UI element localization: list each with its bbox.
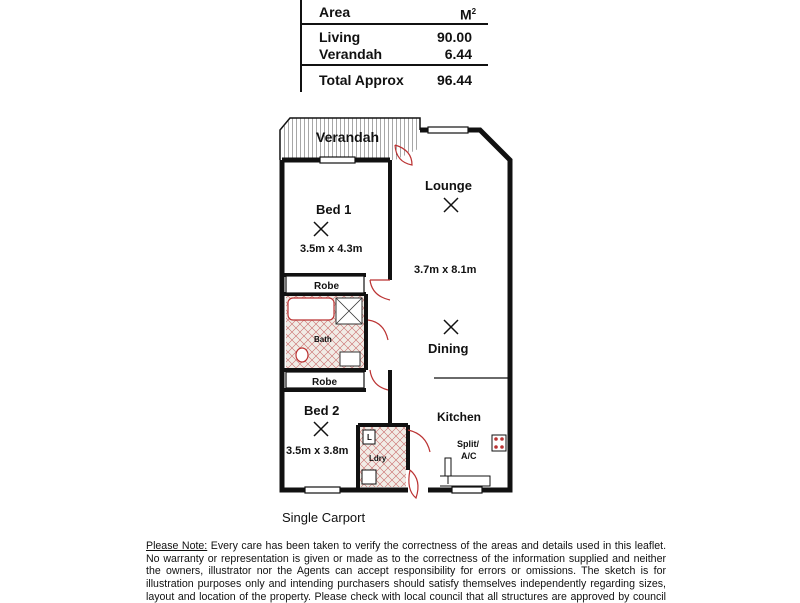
window-kitchen [451, 486, 483, 494]
disclaimer-line-4: illustration purposes only and intending… [146, 578, 666, 591]
robe1-label: Robe [314, 281, 339, 292]
laundry-cabinet [361, 469, 377, 485]
verandah-area-label: Verandah [319, 46, 383, 62]
lounge-label: Lounge [425, 178, 472, 193]
living-value: 90.00 [436, 29, 472, 45]
floor-plan: Verandah Lounge Bed 1 3.5m x 4.3m 3.7m x… [279, 117, 513, 500]
split-ac-label-2: A/C [461, 451, 477, 461]
bed2-label: Bed 2 [304, 403, 339, 418]
robe2-label: Robe [312, 377, 337, 388]
area-header-label: Area [319, 4, 351, 20]
disclaimer-heading: Please Note: [146, 540, 208, 552]
verandah-hatch [280, 118, 420, 160]
living-label: Living [319, 29, 361, 45]
robe2-box [285, 371, 365, 389]
carport-label: Single Carport [282, 510, 366, 525]
bath-label: Bath [314, 335, 332, 344]
disclaimer: Please Note: Every care has been taken t… [146, 540, 666, 603]
total-label: Total Approx [319, 72, 404, 88]
door-verandah [394, 144, 413, 166]
disclaimer-line-3: the owners, illustrator nor the Agents c… [146, 565, 666, 578]
table-vertical-rule [300, 0, 302, 92]
table-total-rule [300, 64, 488, 66]
ldry-l-label: L [367, 433, 372, 442]
total-value: 96.44 [436, 72, 472, 88]
toilet [295, 347, 309, 363]
bed1-size: 3.5m x 4.3m [300, 243, 363, 255]
bathtub [287, 297, 335, 321]
lounge-dining-size: 3.7m x 8.1m [414, 264, 477, 276]
light-dining [443, 319, 459, 335]
disclaimer-line-1: Please Note: Every care has been taken t… [146, 540, 666, 553]
area-table: Area M2 Living 90.00 Verandah 6.44 Total… [290, 0, 490, 92]
dining-label: Dining [428, 341, 468, 356]
ldry-label: Ldry [369, 454, 387, 463]
robe1-box [285, 275, 365, 294]
window-bed2 [304, 486, 341, 494]
bed1-label: Bed 1 [316, 202, 351, 217]
split-ac-label-1: Split/ [457, 439, 479, 449]
verandah-label: Verandah [316, 129, 379, 145]
laundry-tub [362, 429, 376, 445]
disclaimer-line-2: No warranty or representation is given o… [146, 552, 666, 565]
area-header-unit: M2 [460, 6, 477, 23]
kitchen-label: Kitchen [437, 410, 481, 424]
kitchen-bench-lower [440, 475, 491, 487]
split-ac-unit [444, 457, 452, 477]
window-bed1 [319, 156, 356, 164]
verandah-area-value: 6.44 [444, 46, 472, 62]
light-bed2 [313, 421, 329, 437]
disclaimer-text-1: Every care has been taken to verify the … [210, 540, 666, 552]
vanity [339, 351, 361, 367]
window-lounge-top [427, 126, 469, 134]
shower-x [335, 297, 363, 325]
door-bed2 [369, 369, 389, 391]
light-bed1 [313, 221, 329, 237]
door-entry [408, 469, 419, 500]
door-ldry [407, 429, 431, 453]
outer-wall-left [279, 160, 408, 493]
light-lounge [443, 197, 459, 213]
door-bath [367, 319, 389, 341]
disclaimer-line-5: layout and location of the property. Ple… [146, 590, 666, 603]
table-header-rule [300, 23, 488, 25]
cooktop [491, 434, 507, 452]
bed2-size: 3.5m x 3.8m [286, 445, 349, 457]
verandah-outline [279, 117, 421, 160]
door-bed1 [369, 279, 391, 301]
